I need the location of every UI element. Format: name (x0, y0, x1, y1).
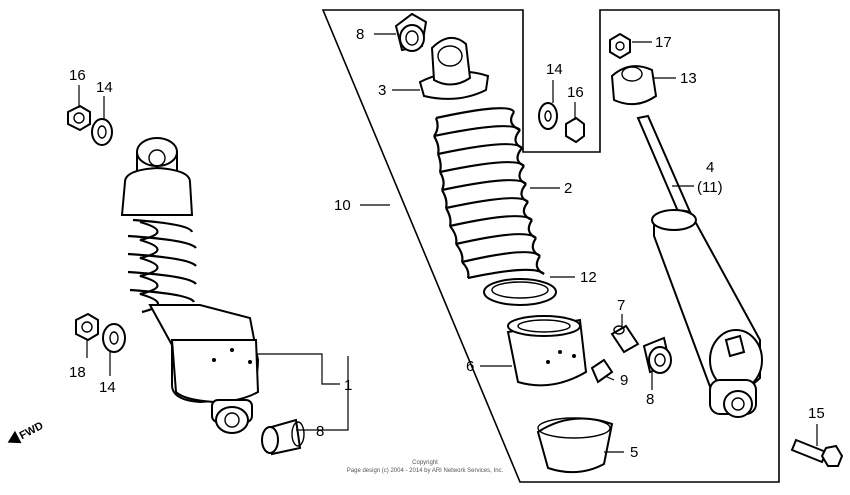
label-1: 1 (344, 377, 352, 394)
label-10: 10 (334, 197, 351, 214)
bushing-8-lower (261, 418, 305, 456)
label-7: 7 (617, 297, 625, 314)
plate-9 (590, 358, 614, 384)
label-8-lower: 8 (316, 423, 324, 440)
label-4: 4 (706, 159, 714, 176)
nut-18 (75, 312, 99, 342)
nut-17 (609, 32, 631, 60)
label-16-frame: 16 (567, 84, 584, 101)
spring-adjuster-6 (506, 315, 588, 387)
stopper-ring-12 (483, 278, 557, 306)
nut-16-frame (565, 116, 585, 144)
copyright-notice: Copyright Page design (c) 2004 - 2014 by… (347, 460, 504, 474)
label-11: (11) (697, 179, 723, 196)
label-14-lower: 14 (99, 379, 116, 396)
washer-14-lower (102, 323, 126, 353)
label-14-frame: 14 (546, 61, 563, 78)
bushing-8-top (394, 12, 428, 52)
arrow-left-icon (7, 430, 22, 444)
spring-2 (433, 107, 545, 280)
nut-16-left (67, 104, 91, 132)
leader-lines (78, 33, 818, 453)
label-13: 13 (680, 70, 697, 87)
washer-14-frame (538, 102, 558, 130)
label-17: 17 (655, 34, 672, 51)
copyright-line-1: Copyright (412, 460, 438, 466)
fwd-direction-indicator: FWD (7, 420, 46, 444)
fwd-label: FWD (18, 420, 46, 442)
label-5: 5 (630, 444, 638, 461)
label-3: 3 (378, 82, 386, 99)
spring-seat-3 (418, 37, 490, 100)
label-9: 9 (620, 372, 628, 389)
label-8-top: 8 (356, 26, 364, 43)
washer-14-left (91, 118, 113, 146)
label-8-right: 8 (646, 391, 654, 408)
assembly-frame-10 (321, 9, 780, 483)
label-2: 2 (564, 180, 572, 197)
label-18: 18 (69, 364, 86, 381)
shock-absorber-assembly-1 (120, 137, 260, 434)
bolt-15 (790, 438, 844, 467)
pin-7 (610, 324, 640, 354)
part-number-labels: 16 14 18 14 1 8 8 3 10 2 12 6 14 16 17 1… (69, 26, 825, 461)
bushing-8-right (642, 336, 672, 374)
label-16-left: 16 (69, 67, 86, 84)
collar-5 (536, 417, 614, 474)
label-15: 15 (808, 405, 825, 422)
damper-4 (636, 114, 763, 418)
rubber-bush-13 (610, 65, 658, 106)
label-6: 6 (466, 358, 474, 375)
label-12: 12 (580, 269, 597, 286)
label-14-left: 14 (96, 79, 113, 96)
copyright-line-2: Page design (c) 2004 - 2014 by ARI Netwo… (347, 468, 504, 474)
